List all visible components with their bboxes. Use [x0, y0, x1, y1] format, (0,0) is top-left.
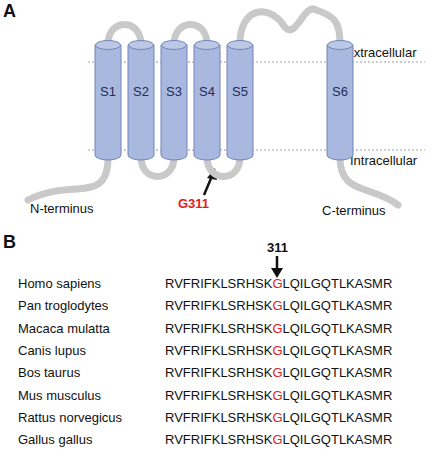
position-arrow — [271, 256, 283, 278]
panel-letter: A — [3, 0, 16, 22]
cylinder-shape — [227, 40, 253, 160]
terminus-label: N-terminus — [30, 201, 94, 217]
sequence-text: RVFRIFKLSRHSKGLQILGQTLKASMR — [165, 298, 392, 314]
terminus-label: C-terminus — [322, 203, 386, 219]
loop-connector — [240, 9, 340, 44]
species-name: Mus musculus — [18, 388, 101, 404]
cylinder-shape — [161, 40, 187, 160]
helix-label: S3 — [161, 84, 187, 100]
sequence-text: RVFRIFKLSRHSKGLQILGQTLKASMR — [165, 365, 392, 381]
helix-cylinder: S2 — [128, 40, 154, 160]
helix-cylinder: S1 — [95, 40, 121, 160]
cylinder-shape — [194, 40, 220, 160]
species-name: Rattus norvegicus — [18, 410, 122, 426]
panel-letter: B — [3, 231, 16, 253]
helix-cylinder: S5 — [227, 40, 253, 160]
helix-label: S2 — [128, 84, 154, 100]
helix-cylinder: S4 — [194, 40, 220, 160]
helix-label: S1 — [95, 84, 121, 100]
helix-label: S6 — [327, 84, 353, 100]
helix-cylinder: S6 — [327, 40, 353, 160]
cylinder-shape — [95, 40, 121, 160]
helix-cylinder: S3 — [161, 40, 187, 160]
species-name: Canis lupus — [18, 343, 86, 359]
species-name: Gallus gallus — [18, 432, 92, 448]
sequence-text: RVFRIFKLSRHSKGLQILGQTLKASMR — [165, 432, 392, 448]
n-terminus-tail — [28, 158, 108, 200]
species-name: Macaca mulatta — [18, 321, 110, 337]
position-number: 311 — [267, 240, 288, 256]
helix-label: S4 — [194, 84, 220, 100]
cylinder-shape — [327, 40, 353, 160]
species-name: Homo sapiens — [18, 276, 101, 292]
region-label: Extracellular — [345, 45, 417, 61]
species-name: Bos taurus — [18, 365, 80, 381]
sequence-text: RVFRIFKLSRHSKGLQILGQTLKASMR — [165, 388, 392, 404]
sequence-text: RVFRIFKLSRHSKGLQILGQTLKASMR — [165, 343, 392, 359]
region-label: Intracellular — [350, 153, 417, 169]
sequence-text: RVFRIFKLSRHSKGLQILGQTLKASMR — [165, 321, 392, 337]
sequence-text: RVFRIFKLSRHSKGLQILGQTLKASMR — [165, 276, 392, 292]
helix-label: S5 — [227, 84, 253, 100]
mutation-label: G311 — [178, 196, 209, 212]
pointer-arrow — [204, 176, 212, 195]
species-name: Pan troglodytes — [18, 298, 108, 314]
cylinder-shape — [128, 40, 154, 160]
sequence-text: RVFRIFKLSRHSKGLQILGQTLKASMR — [165, 410, 392, 426]
